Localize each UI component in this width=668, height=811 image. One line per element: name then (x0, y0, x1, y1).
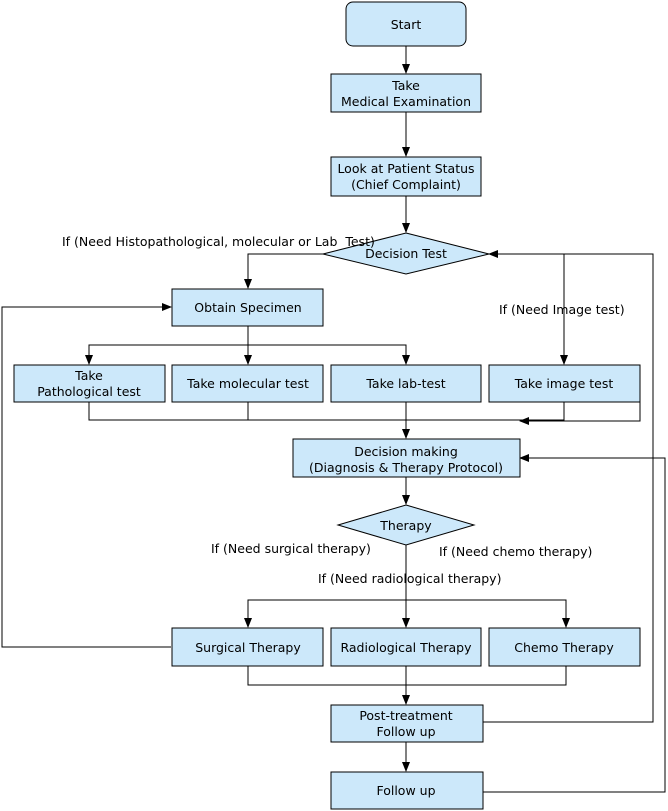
node-follow-up: Follow up (330, 771, 484, 810)
node-obtain-specimen: Obtain Specimen (171, 288, 324, 327)
edge-decision-specimen (244, 253, 323, 289)
condition-need-chemo: If (Need chemo therapy) (439, 544, 592, 559)
node-molecular-test-label: Take molecular test (186, 376, 309, 391)
edge-post-decision-loop (483, 250, 654, 723)
node-therapy-label: Therapy (379, 518, 432, 533)
node-patient-status-line2: (Chief Complaint) (351, 177, 461, 192)
node-radiological-therapy: Radiological Therapy (330, 627, 482, 667)
node-take-exam: Take Medical Examination (330, 73, 482, 113)
node-patient-status-line1: Look at Patient Status (337, 161, 474, 176)
node-surgical-therapy: Surgical Therapy (171, 627, 324, 667)
node-therapy: Therapy (336, 504, 476, 546)
node-pathological-test-line2: Pathological test (37, 384, 141, 399)
node-decision-test-label: Decision Test (365, 246, 447, 261)
node-image-test: Take image test (488, 364, 641, 403)
node-obtain-specimen-label: Obtain Specimen (194, 300, 301, 315)
node-post-treatment-line2: Follow up (376, 724, 435, 739)
node-surgical-therapy-label: Surgical Therapy (195, 640, 301, 655)
node-chemo-therapy-label: Chemo Therapy (514, 640, 614, 655)
node-lab-test: Take lab-test (330, 364, 482, 403)
node-lab-test-label: Take lab-test (365, 376, 445, 391)
node-image-test-label: Take image test (514, 376, 614, 391)
condition-need-radiological: If (Need radiological therapy) (318, 571, 501, 586)
node-post-treatment: Post-treatment Follow up (330, 704, 484, 743)
condition-need-surgical: If (Need surgical therapy) (211, 541, 371, 556)
edge-followup-decision-making-loop (483, 454, 666, 793)
node-decision-making-line2: (Diagnosis & Therapy Protocol) (309, 460, 503, 475)
edge-therapy-chemo (406, 599, 570, 628)
node-decision-making-line1: Decision making (354, 444, 458, 459)
edge-therapy-surgical (244, 599, 406, 628)
node-pathological-test-line1: Take (74, 368, 103, 383)
edge-specimen-lab (248, 344, 410, 365)
node-follow-up-label: Follow up (376, 783, 435, 798)
node-radiological-therapy-label: Radiological Therapy (340, 640, 472, 655)
edge-surgical-specimen-loop (1, 303, 172, 648)
connectors (1, 46, 666, 793)
edge-therapies-merge (247, 666, 567, 686)
node-pathological-test: Take Pathological test (13, 364, 166, 403)
node-molecular-test: Take molecular test (171, 364, 324, 403)
node-take-exam-line2: Medical Examination (341, 94, 471, 109)
condition-need-histo: If (Need Histopathological, molecular or… (62, 234, 375, 249)
node-patient-status: Look at Patient Status (Chief Complaint) (330, 156, 482, 197)
node-take-exam-line1: Take (391, 78, 420, 93)
node-start-label: Start (391, 17, 422, 32)
node-decision-making: Decision making (Diagnosis & Therapy Pro… (292, 438, 521, 478)
node-chemo-therapy: Chemo Therapy (488, 627, 641, 667)
edge-tests-merge (88, 402, 565, 421)
node-start: Start (345, 1, 467, 47)
edge-specimen-pathological (85, 344, 248, 365)
node-decision-test: Decision Test (322, 232, 490, 275)
condition-need-image: If (Need Image test) (499, 302, 625, 317)
node-post-treatment-line1: Post-treatment (359, 708, 452, 723)
